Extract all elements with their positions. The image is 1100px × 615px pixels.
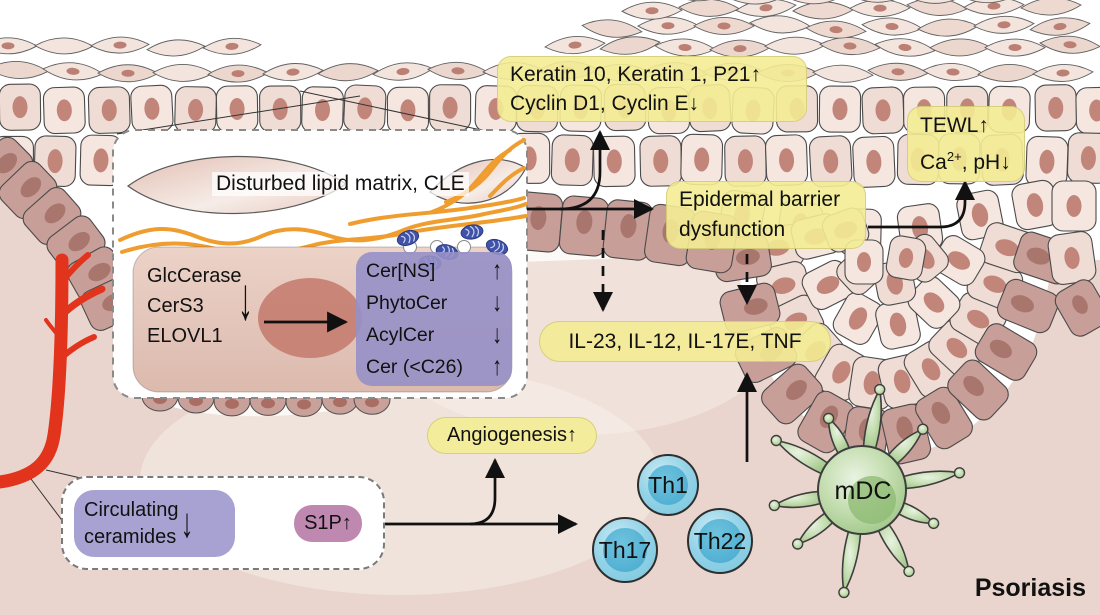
ceramide-item: AcylCer↓ [366, 320, 502, 350]
blood-vessel [0, 252, 106, 489]
enzyme-item: ELOVL1 [147, 325, 223, 347]
enzyme-down-arrow: ↓ [238, 267, 253, 333]
th1-label: Th1 [648, 471, 688, 498]
tewl-box: TEWL↑ Ca2+, pH↓ [907, 106, 1025, 182]
lipid-matrix-label: Disturbed lipid matrix, CLE [212, 172, 469, 196]
tewl-line2: Ca2+, pH↓ [920, 149, 1011, 174]
cytokines-label: IL-23, IL-12, IL-17E, TNF [568, 330, 802, 353]
keratin-line2: Cyclin D1, Cyclin E↓ [510, 92, 700, 115]
nucleus [258, 278, 362, 358]
enzyme-item: GlcCerase [147, 265, 242, 287]
s1p-box: S1P↑ [294, 505, 362, 542]
th22-cell: Th22 [687, 508, 753, 574]
th17-label: Th17 [598, 536, 652, 563]
circulating-text: Circulating ceramides [84, 498, 179, 548]
ceramide-box: Cer[NS]↑ PhytoCer↓ AcylCer↓ Cer (<C26)↑ [356, 252, 512, 386]
keratin-box: Keratin 10, Keratin 1, P21↑ Cyclin D1, C… [497, 56, 807, 122]
circulating-down-arrow: ↓ [180, 498, 194, 547]
th17-cell: Th17 [592, 517, 658, 583]
th1-cell: Th1 [637, 454, 699, 516]
barrier-line1: Epidermal barrier [679, 188, 841, 211]
cytokines-box: IL-23, IL-12, IL-17E, TNF [539, 321, 831, 362]
angiogenesis-box: Angiogenesis↑ [427, 417, 597, 454]
keratin-line1: Keratin 10, Keratin 1, P21↑ [510, 63, 761, 86]
th22-label: Th22 [693, 527, 747, 554]
circulating-box: Circulating ceramides ↓ [74, 490, 235, 557]
barrier-line2: dysfunction [679, 218, 786, 241]
enzyme-item: CerS3 [147, 295, 204, 317]
ceramide-item: PhytoCer↓ [366, 288, 502, 318]
barrier-box: Epidermal barrier dysfunction [666, 181, 866, 249]
enzyme-list: GlcCerase CerS3 ELOVL1 [147, 261, 241, 351]
s1p-label: S1P↑ [304, 512, 352, 534]
angiogenesis-label: Angiogenesis↑ [446, 424, 578, 446]
ceramide-item: Cer[NS]↑ [366, 256, 502, 286]
figure-caption: Psoriasis [974, 574, 1086, 602]
dendritic-cell [768, 383, 966, 599]
mdc-label: mDC [834, 477, 892, 505]
tewl-line1: TEWL↑ [920, 114, 989, 137]
ceramide-item: Cer (<C26)↑ [366, 352, 502, 382]
